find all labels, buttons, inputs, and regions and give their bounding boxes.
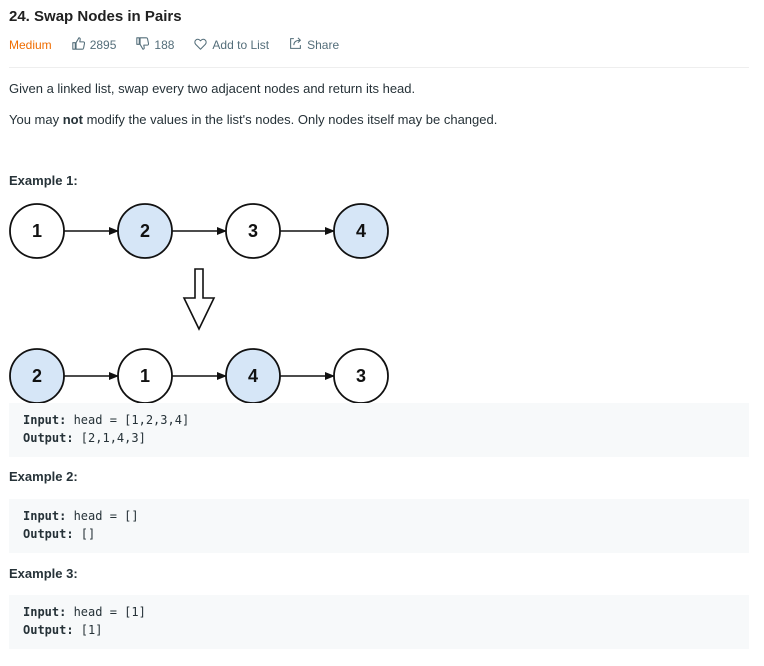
problem-meta-bar: Medium 2895 188 Add to Li (9, 37, 359, 53)
output-label: Output: (23, 623, 74, 637)
after-node-label: 2 (32, 366, 42, 386)
input-label: Input: (23, 605, 67, 619)
input-value: head = [1,2,3,4] (66, 413, 190, 427)
example-3-input-line: Input: head = [1] (23, 603, 749, 621)
input-value: head = [1] (66, 605, 146, 619)
example-1-input-line: Input: head = [1,2,3,4] (23, 411, 749, 429)
output-label: Output: (23, 527, 74, 541)
example-2-title: Example 2: (9, 469, 78, 484)
input-label: Input: (23, 413, 67, 427)
like-count: 2895 (89, 38, 117, 52)
example-2-code-block: Input: head = [] Output: [] (9, 499, 749, 553)
before-node-label: 3 (248, 221, 258, 241)
example-3-title: Example 3: (9, 566, 78, 581)
before-node (225, 203, 281, 259)
output-value: [1] (73, 623, 103, 637)
difficulty-label: Medium (9, 38, 52, 52)
example-3-code-block: Input: head = [1] Output: [1] (9, 595, 749, 649)
note-text-end: modify the values in the list's nodes. O… (82, 112, 498, 127)
note-text-start: You may (9, 112, 63, 127)
input-label: Input: (23, 509, 67, 523)
note-text-bold: not (62, 112, 83, 127)
after-node-label: 3 (356, 366, 366, 386)
thumbs-down-icon (136, 37, 154, 53)
heart-icon (194, 38, 212, 53)
share-button[interactable]: Share (289, 37, 339, 53)
add-to-list-label: Add to List (212, 38, 270, 52)
example-3-output-line: Output: [1] (23, 621, 749, 639)
before-node (333, 203, 389, 259)
description-paragraph: Given a linked list, swap every two adja… (9, 81, 416, 96)
example-1-title: Example 1: (9, 173, 78, 188)
add-to-list-button[interactable]: Add to List (194, 38, 269, 53)
like-button[interactable]: 2895 (71, 37, 117, 53)
example-1-code-block: Input: head = [1,2,3,4] Output: [2,1,4,3… (9, 403, 749, 457)
thumbs-up-icon (71, 37, 90, 53)
example-2-output-line: Output: [] (23, 525, 749, 543)
before-node-label: 1 (32, 221, 42, 241)
before-node (9, 203, 65, 259)
example-1-output-line: Output: [2,1,4,3] (23, 429, 749, 447)
dislike-count: 188 (154, 38, 175, 52)
output-value: [2,1,4,3] (73, 431, 146, 445)
output-label: Output: (23, 431, 74, 445)
share-icon (289, 37, 307, 53)
problem-title: 24. Swap Nodes in Pairs (9, 8, 182, 25)
example-2-input-line: Input: head = [] (23, 507, 749, 525)
before-node-label: 2 (140, 221, 150, 241)
down-arrow-icon (182, 268, 216, 331)
output-value: [] (73, 527, 96, 541)
before-node (117, 203, 173, 259)
after-node-label: 4 (248, 366, 258, 386)
share-label: Share (307, 38, 340, 52)
swap-diagram: 1 2 3 4 2 1 4 3 (9, 203, 389, 404)
description-note: You may not modify the values in the lis… (9, 112, 497, 127)
divider (9, 67, 749, 68)
before-node-label: 4 (356, 221, 366, 241)
dislike-button[interactable]: 188 (136, 37, 174, 53)
after-node-label: 1 (140, 366, 150, 386)
input-value: head = [] (66, 509, 139, 523)
